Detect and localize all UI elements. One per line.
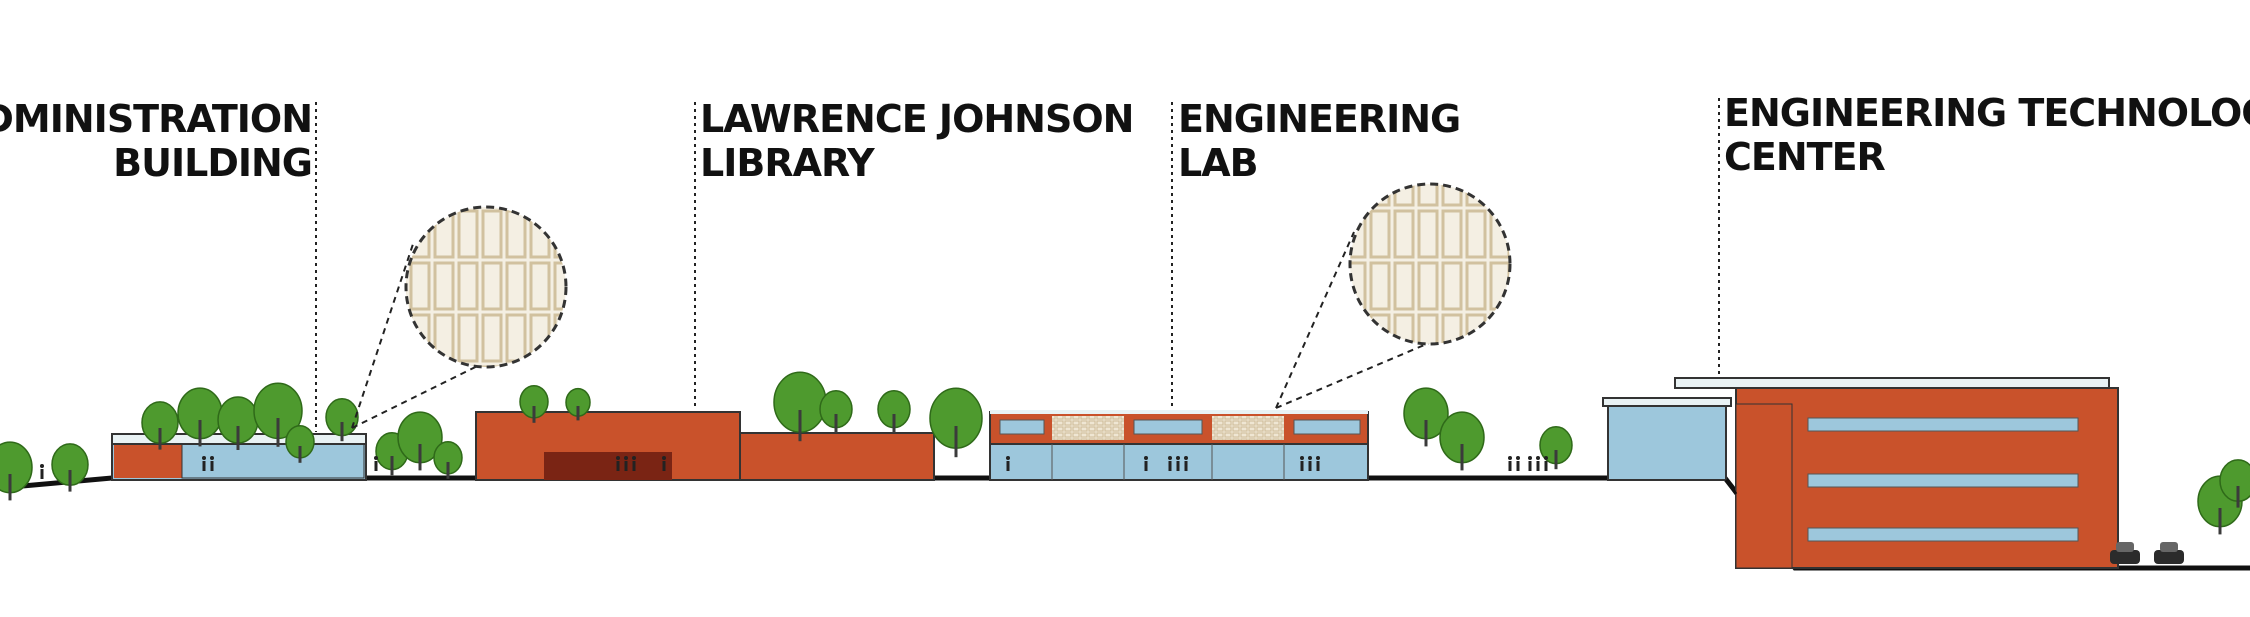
person-icon bbox=[1528, 456, 1532, 471]
person-icon bbox=[616, 456, 620, 471]
trees bbox=[0, 371, 2250, 535]
person-icon bbox=[1144, 456, 1148, 471]
tree-icon bbox=[433, 440, 463, 479]
person-icon bbox=[1184, 456, 1188, 471]
tree-icon bbox=[773, 371, 827, 442]
tree-icon bbox=[519, 384, 549, 423]
tree-icon bbox=[397, 411, 443, 471]
tree-icon bbox=[285, 424, 315, 463]
label-engineering-lab-line2: LAB bbox=[1178, 141, 1259, 185]
label-etc-line2: CENTER bbox=[1724, 135, 1886, 179]
tree-icon bbox=[141, 401, 179, 450]
person-icon bbox=[632, 456, 636, 471]
tree-icon bbox=[2219, 459, 2250, 508]
person-icon bbox=[1536, 456, 1540, 471]
label-administration-line1: ADMINISTRATION bbox=[0, 97, 313, 141]
engineering-lab-building bbox=[989, 410, 1369, 481]
person-icon bbox=[1544, 456, 1548, 471]
car-icon bbox=[2110, 542, 2140, 564]
person-icon bbox=[1168, 456, 1172, 471]
tree-icon bbox=[325, 398, 359, 442]
leader-lines bbox=[315, 98, 1720, 432]
person-icon bbox=[374, 456, 378, 471]
label-library-line1: LAWRENCE JOHNSON bbox=[700, 97, 1134, 141]
tree-icon bbox=[253, 382, 303, 447]
label-engineering-technology-center: ENGINEERING TECHNOLOGY CENTER bbox=[1724, 91, 2250, 179]
tree-icon bbox=[819, 390, 853, 434]
people bbox=[40, 456, 1548, 479]
person-icon bbox=[210, 456, 214, 471]
person-icon bbox=[40, 464, 44, 479]
label-library-line2: LIBRARY bbox=[700, 141, 875, 185]
facade-detail-callout-admin bbox=[351, 205, 568, 429]
person-icon bbox=[202, 456, 206, 471]
label-administration-building: ADMINISTRATION BUILDING bbox=[0, 97, 313, 185]
tree-icon bbox=[0, 441, 33, 501]
label-etc-line1: ENGINEERING TECHNOLOGY bbox=[1724, 91, 2250, 135]
person-icon bbox=[1316, 456, 1320, 471]
cars bbox=[2110, 542, 2184, 564]
person-icon bbox=[1508, 456, 1512, 471]
tree-icon bbox=[565, 387, 591, 421]
person-icon bbox=[1006, 456, 1010, 471]
person-icon bbox=[1176, 456, 1180, 471]
person-icon bbox=[624, 456, 628, 471]
library-building bbox=[475, 411, 935, 481]
tree-icon bbox=[1539, 426, 1573, 470]
engineering-technology-center-building bbox=[1602, 377, 2119, 569]
label-engineering-lab-line1: ENGINEERING bbox=[1178, 97, 1461, 141]
person-icon bbox=[1308, 456, 1312, 471]
tree-icon bbox=[51, 443, 89, 492]
person-icon bbox=[1300, 456, 1304, 471]
tree-icon bbox=[1403, 387, 1449, 447]
person-icon bbox=[662, 456, 666, 471]
tree-icon bbox=[1439, 411, 1485, 471]
label-engineering-lab: ENGINEERING LAB bbox=[1178, 97, 1461, 185]
facade-detail-callout-lab bbox=[1275, 182, 1512, 409]
car-icon bbox=[2154, 542, 2184, 564]
tree-icon bbox=[877, 390, 911, 434]
label-lawrence-johnson-library: LAWRENCE JOHNSON LIBRARY bbox=[700, 97, 1134, 185]
label-administration-line2: BUILDING bbox=[113, 141, 313, 185]
person-icon bbox=[1516, 456, 1520, 471]
tree-icon bbox=[929, 387, 983, 458]
